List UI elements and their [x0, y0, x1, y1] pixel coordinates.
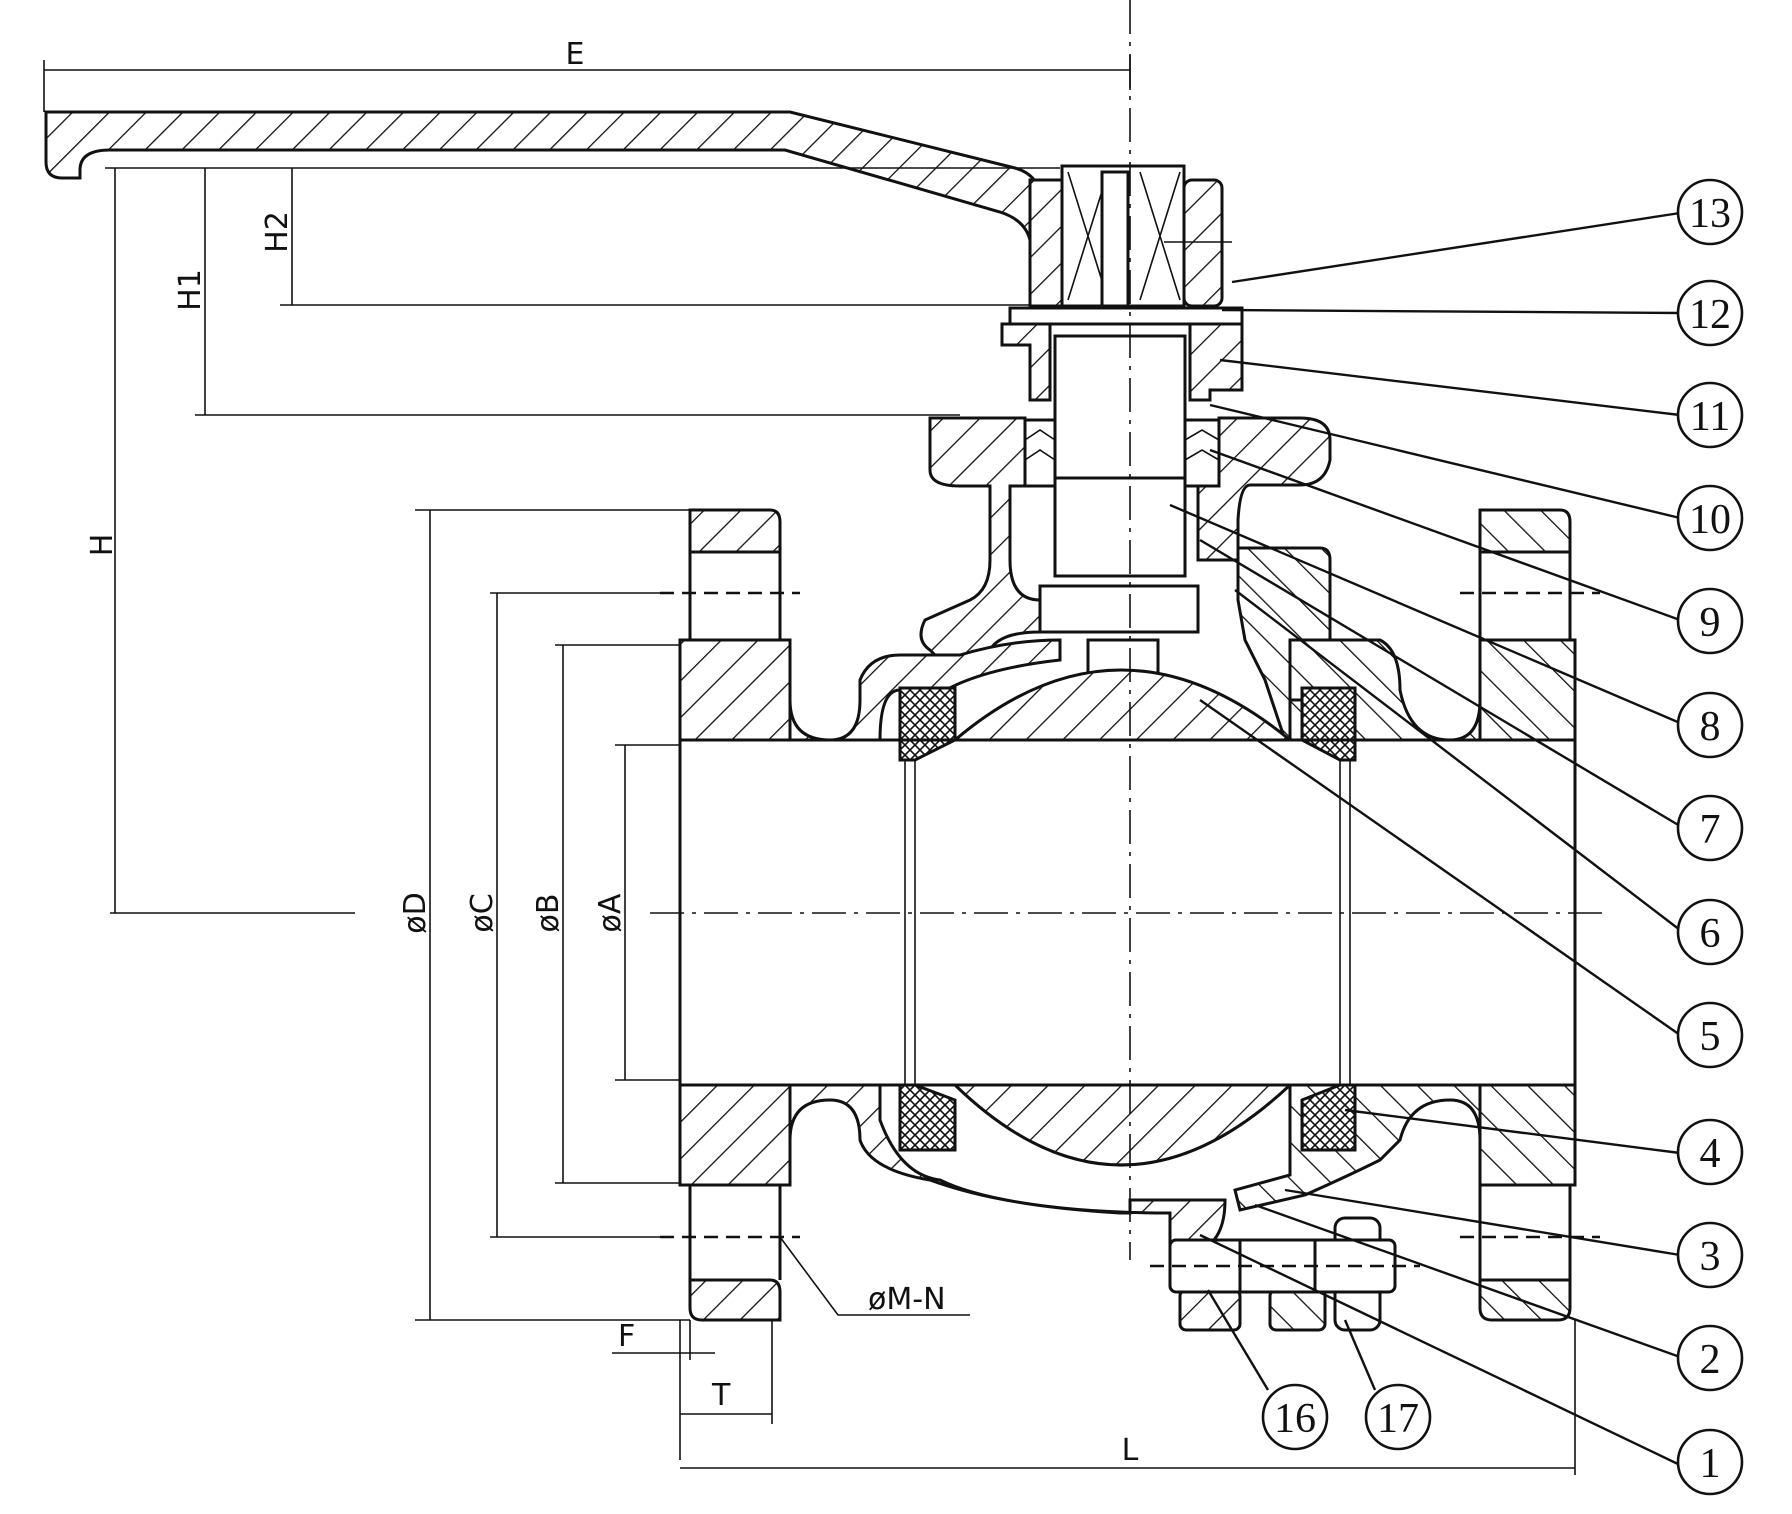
- dimension-L: [680, 1320, 1576, 1475]
- balloon-8: 8: [1676, 691, 1744, 759]
- balloon-17: 17: [1364, 1383, 1432, 1451]
- dimension-E: [43, 55, 1131, 112]
- dim-label-H1: H1: [173, 269, 208, 311]
- handle-nut-13: [1028, 164, 1232, 308]
- dimension-A: [615, 744, 680, 1081]
- dimension-T: [680, 1320, 773, 1424]
- dimension-H2: [280, 168, 1030, 306]
- balloon-16: 16: [1261, 1383, 1329, 1451]
- svg-text:8: 8: [1700, 704, 1721, 750]
- dimension-D: [415, 509, 690, 1321]
- gland-11: [1000, 322, 1244, 402]
- svg-text:10: 10: [1689, 497, 1731, 543]
- balloon-1: 1: [1676, 1428, 1744, 1496]
- svg-text:5: 5: [1700, 1014, 1721, 1060]
- svg-text:7: 7: [1700, 807, 1721, 853]
- dim-label-A: øA: [593, 893, 628, 932]
- left-flange: [678, 508, 792, 1322]
- svg-text:17: 17: [1377, 1396, 1419, 1442]
- washer-12: [1008, 306, 1244, 326]
- bolt-nut-16-17: [1150, 1216, 1420, 1332]
- svg-text:16: 16: [1274, 1396, 1316, 1442]
- svg-text:9: 9: [1700, 600, 1721, 646]
- balloon-11: 11: [1676, 381, 1744, 449]
- balloon-3: 3: [1676, 1221, 1744, 1289]
- ball: [898, 668, 1352, 1167]
- dim-label-B: øB: [531, 894, 566, 933]
- balloon-10: 10: [1676, 484, 1744, 552]
- dim-label-C: øC: [465, 893, 500, 932]
- dimension-H: [105, 167, 1060, 914]
- dim-label-E: E: [566, 37, 585, 72]
- dim-label-T: T: [711, 1378, 731, 1413]
- leader-lines: [1169, 211, 1681, 1467]
- right-flange: [1478, 508, 1577, 1322]
- balloon-4: 4: [1676, 1118, 1744, 1186]
- dimension-F: [612, 1320, 715, 1460]
- stem: [1038, 334, 1200, 702]
- balloon-12: 12: [1676, 279, 1744, 347]
- dim-label-F: F: [618, 1319, 635, 1354]
- balloon-7: 7: [1676, 794, 1744, 862]
- svg-text:3: 3: [1700, 1234, 1721, 1280]
- balloon-5: 5: [1676, 1001, 1744, 1069]
- dimension-MN: [779, 1236, 970, 1316]
- balloon-9: 9: [1676, 587, 1744, 655]
- dim-label-L: L: [1122, 1433, 1139, 1468]
- svg-text:1: 1: [1700, 1441, 1721, 1487]
- dimension-C: [490, 592, 660, 1238]
- dimension-H1: [195, 168, 960, 416]
- seat-rings: [898, 686, 1357, 1152]
- dimension-B: [555, 644, 680, 1184]
- dim-label-D: øD: [398, 892, 433, 933]
- svg-text:11: 11: [1690, 394, 1730, 440]
- svg-text:6: 6: [1700, 911, 1721, 957]
- svg-text:13: 13: [1689, 191, 1731, 237]
- svg-text:12: 12: [1689, 292, 1731, 338]
- dim-label-MN: øM-N: [868, 1282, 946, 1317]
- dim-label-H: H: [85, 534, 120, 557]
- balloon-6: 6: [1676, 898, 1744, 966]
- svg-text:2: 2: [1700, 1337, 1721, 1383]
- balloon-2: 2: [1676, 1324, 1744, 1392]
- balloon-13: 13: [1676, 178, 1744, 246]
- dim-label-H2: H2: [260, 211, 295, 253]
- svg-text:4: 4: [1700, 1131, 1721, 1177]
